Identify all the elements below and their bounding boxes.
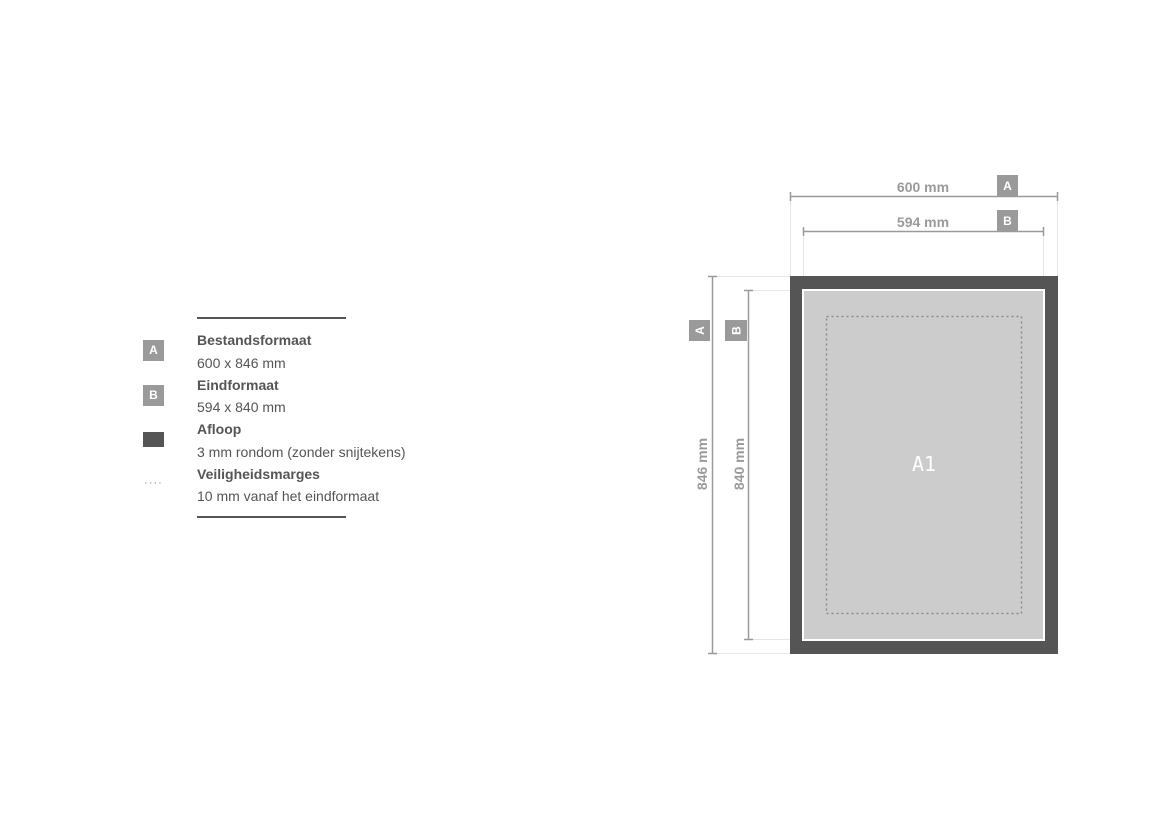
legend-title-afloop: Afloop [197,421,242,437]
badge-a-horizontal-label: A [1003,179,1012,193]
legend-badge-a: A [143,340,164,361]
legend-badge-b: B [143,385,164,406]
legend-desc-bestandsformaat: 600 x 846 mm [197,355,286,371]
badge-a-horizontal [997,175,1018,196]
legend-title-veiligheidsmarges: Veiligheidsmarges [197,466,320,482]
badge-a-vertical [689,320,710,341]
legend-desc-eindformaat: 594 x 840 mm [197,399,286,415]
safety-margin-line [825,315,1023,615]
legend-safety-dots-icon: ···· [144,477,163,489]
height-b-label: 840 mm [731,438,747,490]
badge-a-vertical-label: A [693,326,707,335]
legend-title-eindformaat: Eindformaat [197,377,279,393]
format-label: A1 [912,452,936,476]
legend-desc-afloop: 3 mm rondom (zonder snijtekens) [197,444,406,460]
legend-bleed-swatch [143,432,164,447]
width-a-label: 600 mm [897,179,949,195]
trim-area [804,291,1043,639]
legend-bottom-rule [197,516,346,518]
badge-b-vertical [725,320,747,341]
legend-desc-veiligheidsmarges: 10 mm vanaf het eindformaat [197,488,380,504]
legend-top-rule [197,317,346,319]
height-a-label: 846 mm [694,438,710,490]
badge-b-horizontal-label: B [1003,214,1012,228]
badge-b-horizontal [997,210,1018,231]
legend-title-bestandsformaat: Bestandsformaat [197,332,312,348]
width-b-label: 594 mm [897,214,949,230]
badge-b-vertical-label: B [730,326,744,335]
